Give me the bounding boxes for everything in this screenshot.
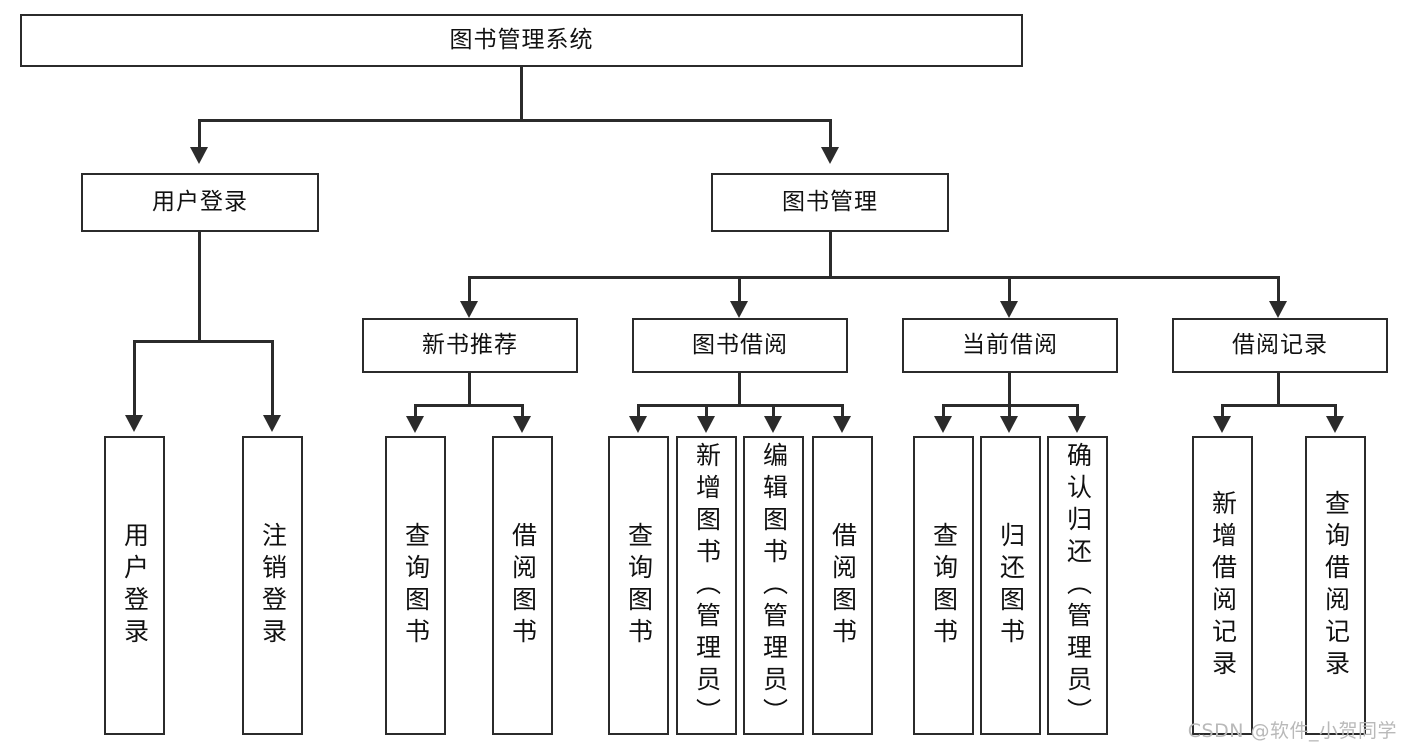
connector-drop-new-book	[468, 276, 471, 303]
node-label: 新书推荐	[422, 331, 518, 358]
node-label: 新增借阅记录	[1208, 489, 1238, 682]
leaf-br-add-record[interactable]: 新增借阅记录	[1192, 436, 1253, 735]
connector-drop-book-mgmt	[829, 119, 832, 149]
connector-drop-leaf-logout	[271, 340, 274, 417]
node-label: 借阅图书	[508, 521, 538, 650]
node-root-library-system[interactable]: 图书管理系统	[20, 14, 1023, 67]
leaf-bb-edit-book[interactable]: 编辑图书（管理员）	[743, 436, 804, 735]
arrowhead-borrow-record	[1269, 301, 1287, 318]
leaf-cb-confirm-return[interactable]: 确认归还（管理员）	[1047, 436, 1108, 735]
arrowhead-user-login	[190, 147, 208, 164]
arrowhead-cb-confirm	[1068, 416, 1086, 433]
connector-drop-br-add	[1221, 404, 1224, 418]
node-user-login[interactable]: 用户登录	[81, 173, 319, 232]
connector-drop-bb-query	[637, 404, 640, 418]
connector-drop-book-borrow	[738, 276, 741, 303]
connector-drop-borrow-record	[1277, 276, 1280, 303]
connector-book-mgmt-stem	[829, 232, 832, 278]
connector-borrow-record-bus	[1221, 404, 1337, 407]
arrowhead-br-add	[1213, 416, 1231, 433]
node-borrow-record[interactable]: 借阅记录	[1172, 318, 1388, 373]
connector-drop-br-query	[1334, 404, 1337, 418]
node-label: 用户登录	[152, 188, 248, 215]
connector-user-login-bus	[133, 340, 274, 343]
connector-new-book-stem	[468, 373, 471, 406]
leaf-bb-add-book[interactable]: 新增图书（管理员）	[676, 436, 737, 735]
connector-new-book-bus	[414, 404, 524, 407]
arrowhead-nb-borrow	[513, 416, 531, 433]
node-new-book-recommend[interactable]: 新书推荐	[362, 318, 578, 373]
connector-drop-current-borrow	[1008, 276, 1011, 303]
leaf-bb-borrow-book[interactable]: 借阅图书	[812, 436, 873, 735]
node-label: 图书借阅	[692, 331, 788, 358]
arrowhead-leaf-user-login	[125, 415, 143, 432]
arrowhead-br-query	[1326, 416, 1344, 433]
node-book-borrow[interactable]: 图书借阅	[632, 318, 848, 373]
node-label: 用户登录	[120, 521, 150, 650]
connector-drop-cb-confirm	[1076, 404, 1079, 418]
node-label: 图书管理系统	[449, 26, 594, 53]
connector-drop-bb-edit	[772, 404, 775, 418]
node-book-management[interactable]: 图书管理	[711, 173, 949, 232]
node-label: 查询图书	[624, 521, 654, 650]
arrowhead-book-borrow	[730, 301, 748, 318]
arrowhead-cb-return	[1000, 416, 1018, 433]
arrowhead-nb-query	[406, 416, 424, 433]
leaf-user-login[interactable]: 用户登录	[104, 436, 165, 735]
connector-root-stem	[520, 67, 523, 120]
connector-user-login-stem	[198, 232, 201, 342]
node-label: 归还图书	[996, 521, 1026, 650]
connector-drop-leaf-user-login	[133, 340, 136, 417]
arrowhead-book-mgmt	[821, 147, 839, 164]
connector-current-borrow-stem	[1008, 373, 1011, 406]
node-label: 编辑图书（管理员）	[759, 441, 789, 730]
connector-drop-nb-query	[414, 404, 417, 418]
connector-book-borrow-stem	[738, 373, 741, 406]
node-label: 借阅图书	[828, 521, 858, 650]
arrowhead-cb-query	[934, 416, 952, 433]
leaf-cb-return-book[interactable]: 归还图书	[980, 436, 1041, 735]
connector-drop-nb-borrow	[521, 404, 524, 418]
connector-drop-bb-add	[705, 404, 708, 418]
connector-level2-bus	[198, 119, 832, 122]
connector-drop-cb-return	[1008, 404, 1011, 418]
connector-book-borrow-bus	[637, 404, 844, 407]
connector-level3-bus	[468, 276, 1280, 279]
connector-drop-bb-borrow	[841, 404, 844, 418]
connector-borrow-record-stem	[1277, 373, 1280, 406]
arrowhead-leaf-logout	[263, 415, 281, 432]
node-label: 新增图书（管理员）	[692, 441, 722, 730]
connector-drop-user-login	[198, 119, 201, 149]
node-label: 图书管理	[782, 188, 878, 215]
node-label: 查询借阅记录	[1321, 489, 1351, 682]
arrowhead-bb-borrow	[833, 416, 851, 433]
arrowhead-new-book	[460, 301, 478, 318]
leaf-logout[interactable]: 注销登录	[242, 436, 303, 735]
arrowhead-bb-query	[629, 416, 647, 433]
node-current-borrow[interactable]: 当前借阅	[902, 318, 1118, 373]
connector-drop-cb-query	[942, 404, 945, 418]
node-label: 当前借阅	[962, 331, 1058, 358]
node-label: 查询图书	[929, 521, 959, 650]
leaf-nb-query-book[interactable]: 查询图书	[385, 436, 446, 735]
leaf-bb-query-book[interactable]: 查询图书	[608, 436, 669, 735]
node-label: 借阅记录	[1232, 331, 1328, 358]
leaf-cb-query-book[interactable]: 查询图书	[913, 436, 974, 735]
node-label: 注销登录	[258, 521, 288, 650]
arrowhead-current-borrow	[1000, 301, 1018, 318]
arrowhead-bb-edit	[764, 416, 782, 433]
node-label: 确认归还（管理员）	[1063, 441, 1093, 730]
leaf-nb-borrow-book[interactable]: 借阅图书	[492, 436, 553, 735]
node-label: 查询图书	[401, 521, 431, 650]
arrowhead-bb-add	[697, 416, 715, 433]
leaf-br-query-record[interactable]: 查询借阅记录	[1305, 436, 1366, 735]
